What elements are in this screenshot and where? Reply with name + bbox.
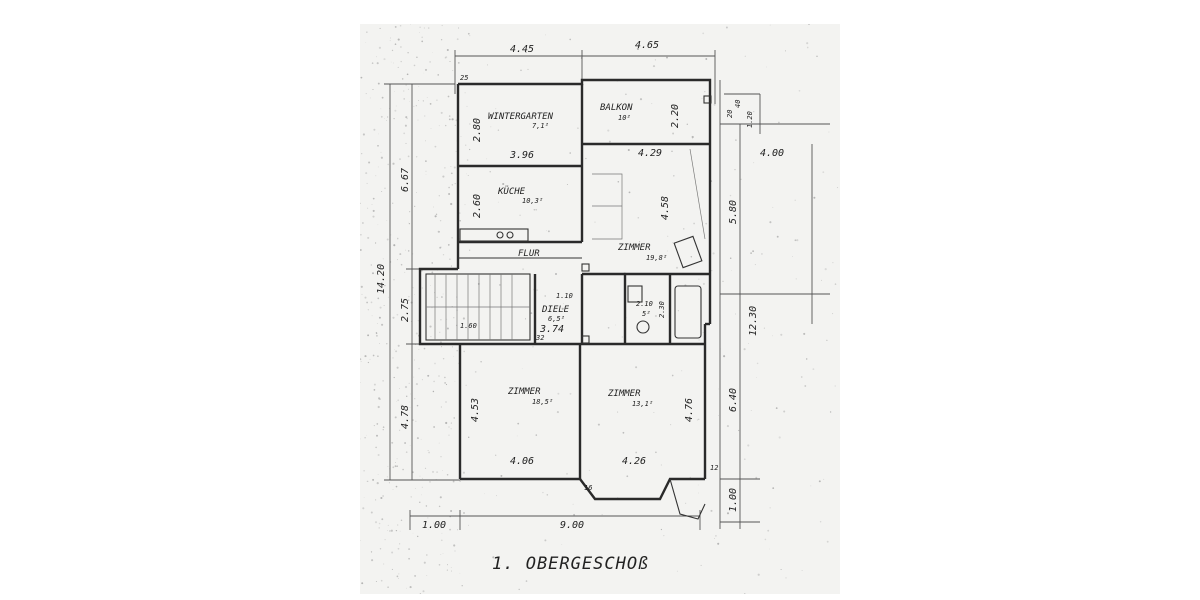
room-balkon-name: BALKON xyxy=(600,103,633,113)
dim-top-left: 4.45 xyxy=(510,44,534,55)
fixtures xyxy=(425,95,712,344)
dim-right-small: 1.00 xyxy=(728,488,739,512)
dim-zimmer-height: 4.58 xyxy=(660,196,671,220)
dim-right-upper: 5.80 xyxy=(728,200,739,224)
dim-zimmer-right-height: 4.76 xyxy=(684,398,695,422)
room-kueche-name: KÜCHE xyxy=(497,186,526,197)
dim-left-mid: 2.75 xyxy=(400,298,411,322)
dim-stair-width: 1.60 xyxy=(460,322,477,330)
room-zimmer-right-area: 13,1² xyxy=(632,400,653,408)
dim-wintergarten-height: 2.80 xyxy=(472,118,483,142)
dim-right-top-a: 20 xyxy=(726,110,734,118)
dim-left-total: 14.20 xyxy=(376,264,387,294)
room-labels: WINTERGARTEN 7,1² BALKON 10² KÜCHE 10,3²… xyxy=(488,103,667,408)
room-zimmer-left-area: 18,5² xyxy=(532,398,553,406)
dim-wintergarten-width: 3.96 xyxy=(509,150,534,161)
dim-right-offset: 4.00 xyxy=(760,148,784,159)
dim-zimmer-right-width: 4.26 xyxy=(622,456,646,467)
dim-bottom-total: 9.00 xyxy=(560,520,584,531)
room-diele-area: 6,5² xyxy=(548,315,565,323)
dim-zimmer-width: 4.29 xyxy=(638,148,662,159)
dim-wall-d: 12 xyxy=(710,464,718,472)
dim-diele-width: 3.74 xyxy=(539,324,564,335)
plan-sheet: WINTERGARTEN 7,1² BALKON 10² KÜCHE 10,3²… xyxy=(360,24,840,594)
dim-bad-b: 2.30 xyxy=(658,301,666,318)
dim-balkon-height: 2.20 xyxy=(670,104,681,128)
dim-bottom-left: 1.00 xyxy=(422,520,446,531)
dim-zimmer-left-width: 4.06 xyxy=(510,456,534,467)
dimension-lines xyxy=(384,50,830,530)
dim-kueche-height: 2.60 xyxy=(472,194,483,218)
room-flur-name: FLUR xyxy=(518,249,540,259)
dim-wall-b: 16 xyxy=(584,484,592,492)
dim-left-upper: 6.67 xyxy=(400,168,411,192)
room-balkon-area: 10² xyxy=(618,114,631,122)
dimension-labels: 4.45 4.65 14.20 6.67 2.75 4.78 5.80 6.40… xyxy=(376,40,784,531)
dim-bad-a: 2.10 xyxy=(636,300,653,308)
room-zimmer-left-name: ZIMMER xyxy=(507,387,541,397)
walls xyxy=(418,78,712,520)
floor-plan: WINTERGARTEN 7,1² BALKON 10² KÜCHE 10,3²… xyxy=(360,24,839,594)
dim-right-total: 12.30 xyxy=(748,306,759,336)
dim-wall-a: 25 xyxy=(460,74,468,82)
dim-right-lower: 6.40 xyxy=(728,388,739,412)
room-diele-name: DIELE xyxy=(541,305,570,315)
dim-top-right: 4.65 xyxy=(635,40,659,51)
room-zimmer-main-name: ZIMMER xyxy=(617,243,651,253)
dim-zimmer-left-height: 4.53 xyxy=(470,398,481,422)
room-wintergarten-name: WINTERGARTEN xyxy=(488,112,554,122)
dim-left-lower: 4.78 xyxy=(400,405,411,429)
room-bad-area: 5² xyxy=(642,310,650,318)
room-wintergarten-area: 7,1² xyxy=(532,122,549,130)
dim-right-top-c: 1.20 xyxy=(746,111,754,128)
dim-diele-small: 1.10 xyxy=(556,292,573,300)
dim-wall-c: 32 xyxy=(535,334,544,342)
dim-right-top-b: 40 xyxy=(734,100,742,108)
scan-noise xyxy=(360,24,839,594)
room-kueche-area: 10,3² xyxy=(522,197,543,205)
room-zimmer-right-name: ZIMMER xyxy=(607,389,641,399)
plan-title: 1. OBERGESCHOß xyxy=(492,554,649,574)
room-zimmer-main-area: 19,8² xyxy=(646,254,667,262)
